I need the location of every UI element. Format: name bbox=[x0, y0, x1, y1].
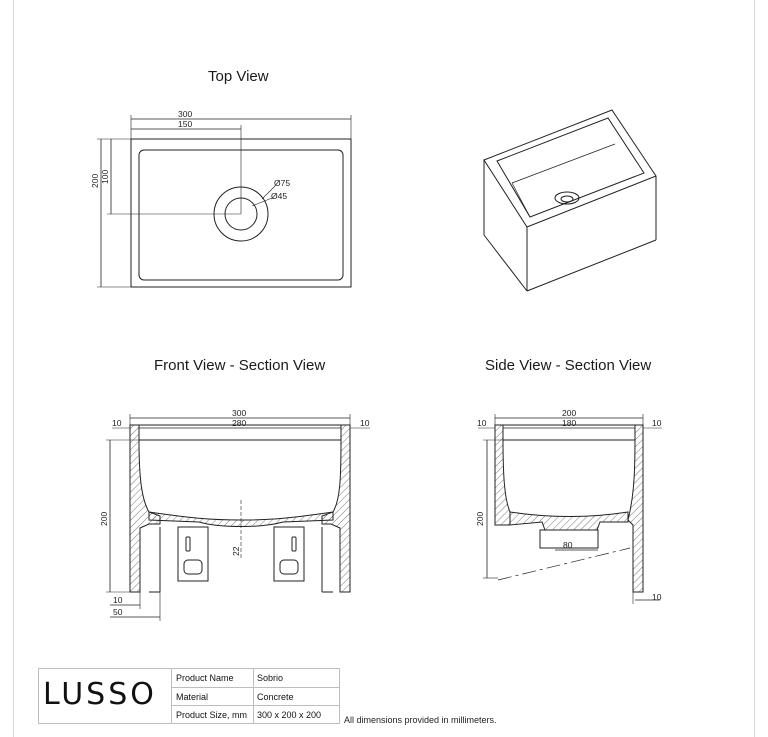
side-wall-right: 10 bbox=[652, 418, 662, 428]
side-floor bbox=[509, 511, 629, 531]
side-width-outer: 200 bbox=[562, 408, 576, 418]
product-name-row: Product Name Sobrio bbox=[171, 669, 340, 687]
top-depth-outer: 200 bbox=[90, 174, 100, 188]
front-height: 200 bbox=[99, 512, 109, 526]
drain-outer-dimension: Ø75 bbox=[274, 178, 290, 188]
side-drain-offset: 80 bbox=[563, 540, 573, 550]
front-right-wall bbox=[321, 424, 351, 593]
page-edge-left bbox=[13, 0, 14, 737]
front-view-title: Front View - Section View bbox=[154, 357, 326, 374]
side-view-title: Side View - Section View bbox=[485, 357, 652, 374]
material-row: Material Concrete bbox=[171, 687, 340, 706]
side-wall-left: 10 bbox=[477, 418, 487, 428]
side-view bbox=[478, 414, 662, 604]
front-drain-depth: 22 bbox=[231, 546, 241, 556]
units-footnote: All dimensions provided in millimeters. bbox=[344, 715, 497, 725]
title-block: LUSSO Product Name Sobrio Material Concr… bbox=[38, 668, 340, 724]
front-width-inner: 280 bbox=[232, 418, 246, 428]
material-value: Concrete bbox=[257, 692, 294, 702]
front-width-outer: 300 bbox=[232, 408, 246, 418]
material-label: Material bbox=[176, 692, 209, 702]
top-depth-half: 100 bbox=[100, 170, 110, 184]
product-size-value: 300 x 200 x 200 bbox=[257, 710, 322, 720]
front-left-wall bbox=[129, 424, 161, 593]
front-wall-right: 10 bbox=[360, 418, 370, 428]
front-wall-left: 10 bbox=[112, 418, 122, 428]
side-base-wall: 10 bbox=[652, 592, 662, 602]
top-width-outer: 300 bbox=[178, 109, 192, 119]
top-view-title: Top View bbox=[208, 68, 269, 85]
product-size-row: Product Size, mm 300 x 200 x 200 bbox=[171, 705, 340, 724]
front-foot: 50 bbox=[113, 607, 123, 617]
side-right-wall bbox=[627, 424, 644, 593]
isometric-view bbox=[483, 109, 657, 292]
product-name-label: Product Name bbox=[176, 673, 234, 683]
brand-logo: LUSSO bbox=[43, 677, 157, 712]
side-width-inner: 180 bbox=[562, 418, 576, 428]
product-name-value: Sobrio bbox=[257, 673, 284, 683]
side-height: 200 bbox=[475, 512, 485, 526]
front-view bbox=[106, 414, 370, 621]
drain-inner-dimension: Ø45 bbox=[271, 191, 287, 201]
title-block-divider bbox=[253, 669, 254, 723]
product-size-label: Product Size, mm bbox=[176, 710, 248, 720]
front-floor bbox=[148, 511, 334, 527]
page-edge-right bbox=[754, 0, 755, 737]
title-block-divider bbox=[171, 669, 172, 723]
top-view bbox=[97, 115, 352, 288]
front-base-wall: 10 bbox=[113, 595, 123, 605]
top-width-half: 150 bbox=[178, 119, 192, 129]
